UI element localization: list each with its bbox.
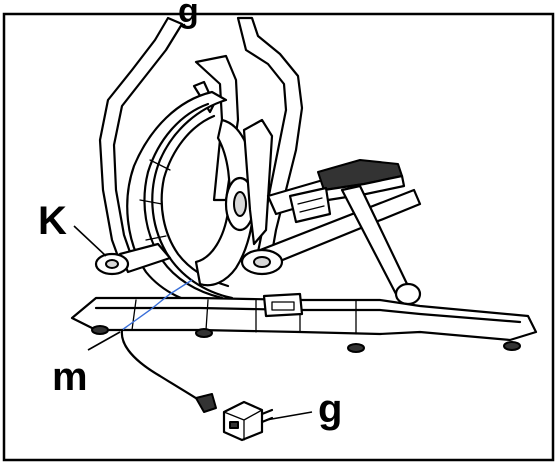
shroud-band-2	[160, 114, 230, 288]
pedal-support	[288, 186, 332, 224]
adapter-slot	[229, 421, 239, 429]
pedal-support-lines	[297, 197, 325, 213]
callout-g: g	[265, 387, 342, 431]
base-bracket-mark	[271, 301, 295, 311]
leader-m	[87, 331, 121, 351]
callout-k: K	[38, 199, 107, 257]
label-k: K	[38, 199, 67, 243]
cable-plug	[195, 393, 217, 413]
label-top-g: g	[178, 0, 199, 30]
pivot-hub-inner	[233, 191, 247, 217]
pivot-rod-inner	[253, 256, 271, 268]
base-bracket	[262, 292, 304, 318]
adapter-block-face	[223, 409, 263, 441]
elliptical-machine	[70, 16, 538, 442]
pivot-rear	[394, 282, 422, 306]
arm-plate	[242, 118, 274, 246]
adapter-block	[222, 400, 264, 442]
leader-g	[265, 411, 313, 421]
pivot-k-inner	[105, 259, 119, 269]
foot-3	[347, 343, 365, 353]
label-m: m	[52, 355, 88, 399]
base-frame-dividers	[131, 299, 357, 335]
label-g: g	[318, 387, 342, 431]
base-frame	[70, 296, 538, 342]
foot-1	[91, 325, 109, 335]
shroud-band-1	[143, 102, 224, 300]
diagram-frame	[2, 12, 555, 462]
shroud-band-3	[139, 159, 171, 241]
leader-k	[73, 225, 107, 257]
base-frame-top	[94, 306, 522, 324]
foot-4	[503, 341, 521, 351]
callout-m: m	[52, 331, 121, 399]
foot-2	[195, 328, 213, 338]
internal-wire	[121, 279, 193, 331]
power-cable	[120, 328, 204, 404]
